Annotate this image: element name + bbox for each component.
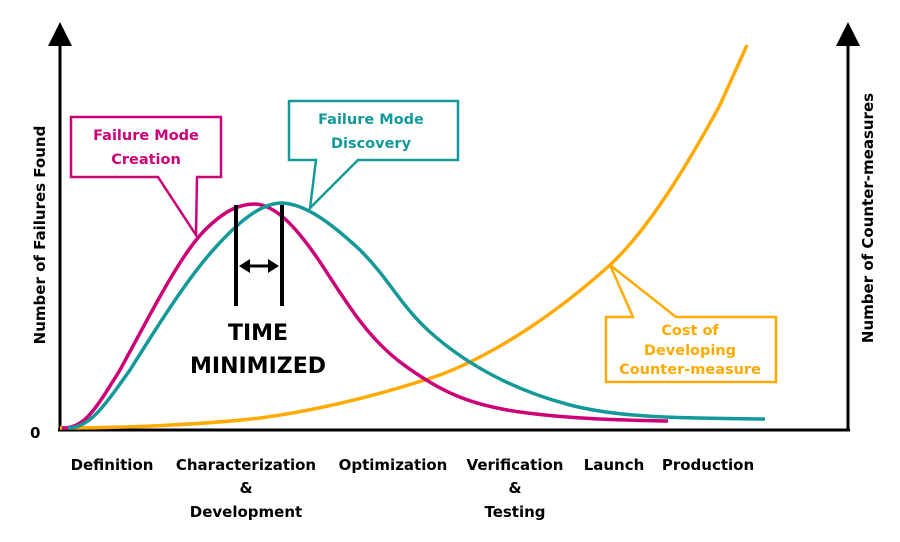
text-line: Cost of (661, 323, 719, 339)
failure-discovery-curve (67, 201, 766, 430)
text-line: & (508, 479, 521, 497)
phase-definition: Definition (71, 456, 154, 474)
origin-label: 0 (30, 424, 40, 442)
text-line: Discovery (331, 136, 412, 152)
text-line: Failure Mode (93, 128, 199, 144)
phase-launch: Launch (584, 456, 645, 474)
failure-mode-creation-callout: Failure Mode Creation (69, 115, 223, 240)
phase-labels: Definition Characterization & Developmen… (71, 456, 755, 521)
text-line: Failure Mode (318, 112, 424, 128)
time-minimized-label-2: MINIMIZED (190, 354, 326, 379)
right-axis-title: Number of Counter-measures (859, 93, 877, 343)
phase-optimization: Optimization (339, 456, 448, 474)
left-axis-title: Number of Failures Found (31, 126, 49, 345)
cost-curve (59, 44, 749, 430)
failure-mode-discovery-callout: Failure Mode Discovery (287, 99, 460, 212)
time-minimized-label: TIME (228, 321, 288, 346)
cost-callout: Cost of Developing Counter-measure (604, 264, 778, 384)
phase-verification: Verification (467, 456, 564, 474)
time-minimized-marker (234, 205, 284, 306)
text-line: & (239, 479, 252, 497)
phase-characterization: Characterization (176, 456, 316, 474)
text-line: Counter-measure (619, 362, 761, 378)
text-line: Development (190, 503, 302, 521)
failure-creation-curve (61, 202, 669, 430)
text-line: Creation (111, 152, 181, 168)
text-line: Developing (644, 343, 736, 359)
phase-production: Production (662, 456, 754, 474)
text-line: Testing (484, 503, 545, 521)
